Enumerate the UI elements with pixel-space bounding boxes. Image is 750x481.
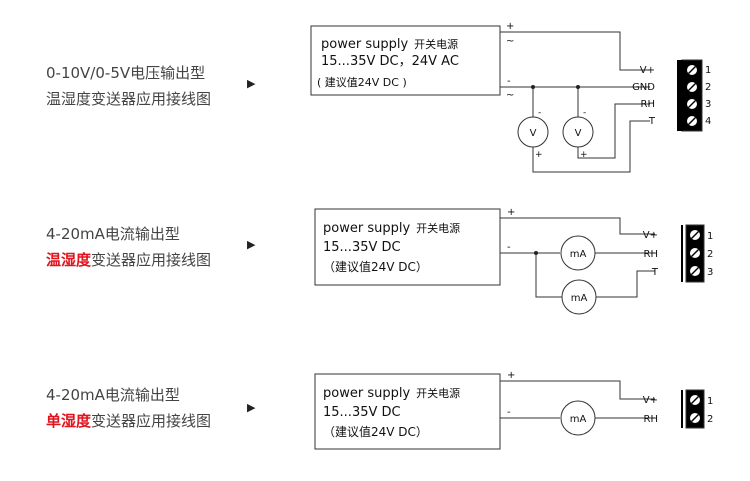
supply-range: 15...35V DC — [323, 240, 401, 255]
arrow-right-icon: ▶ — [247, 238, 256, 251]
meter-plus: - — [583, 108, 586, 118]
terminal-number: 1 — [705, 65, 711, 76]
supply-recommend: （建议值24V DC） — [323, 259, 428, 274]
terminal-label-t: T — [648, 116, 656, 127]
caption-current-output-th: 4-20mA电流输出型 温湿度变送器应用接线图 — [46, 221, 211, 273]
caption-title: 4-20mA电流输出型 — [46, 225, 180, 243]
wire-positive — [500, 380, 655, 400]
terminal-label-v-plus: V+ — [640, 65, 655, 76]
supply-recommend: （建议值24V DC） — [323, 424, 428, 439]
power-supply-box — [314, 373, 501, 450]
plus-sign: + — [506, 21, 514, 32]
ac-symbol: ~ — [506, 90, 514, 101]
terminal-label-rh: RH — [641, 99, 655, 110]
diagram-1 — [310, 25, 703, 173]
voltmeter-label: V — [530, 128, 537, 139]
minus-sign: - — [507, 407, 511, 418]
meter-minus: + — [580, 150, 588, 160]
terminal-label-rh: RH — [644, 414, 658, 425]
terminal-number: 4 — [705, 116, 711, 127]
ammeter-label: mA — [570, 249, 587, 260]
wire-meter-1-bottom — [532, 120, 650, 173]
arrow-right-icon: ▶ — [247, 401, 256, 414]
ammeter-label: mA — [570, 414, 587, 425]
ac-symbol: ~ — [506, 36, 514, 47]
meter-plus: - — [538, 108, 541, 118]
supply-range: 15...35V DC — [323, 405, 401, 420]
terminal-label-v-plus: V+ — [643, 395, 658, 406]
plus-sign: + — [507, 370, 515, 381]
junction-dot — [534, 251, 538, 255]
wire-branch — [535, 253, 562, 298]
junction-dot — [576, 85, 580, 89]
terminal-number: 2 — [705, 82, 711, 93]
supply-range: 15...35V DC，24V AC — [321, 54, 459, 69]
supply-recommend: ( 建议值24V DC ) — [317, 75, 407, 89]
caption-title: 0-10V/0-5V电压输出型 — [46, 64, 206, 82]
junction-dot — [531, 85, 535, 89]
wire-positive — [500, 31, 650, 71]
caption-highlight: 温湿度 — [46, 251, 92, 269]
caption-current-output-h: 4-20mA电流输出型 单湿度变送器应用接线图 — [46, 382, 211, 434]
caption-highlight: 单湿度 — [46, 412, 92, 430]
wire-positive — [500, 217, 655, 235]
caption-subtitle: 温湿度变送器应用接线图 — [46, 90, 212, 108]
terminal-number: 1 — [707, 396, 713, 407]
caption-rest: 变送器应用接线图 — [91, 251, 212, 269]
plus-sign: + — [507, 207, 515, 218]
terminal-label-gnd: GND — [632, 82, 655, 93]
power-supply-box — [310, 25, 501, 96]
terminal-number: 3 — [705, 99, 711, 110]
caption-rest: 变送器应用接线图 — [91, 412, 212, 430]
terminal-label-v-plus: V+ — [643, 230, 658, 241]
ammeter-label: mA — [571, 293, 588, 304]
terminal-number: 2 — [707, 414, 713, 425]
voltmeter-label: V — [575, 128, 582, 139]
caption-title: 4-20mA电流输出型 — [46, 386, 180, 404]
caption-voltage-output: 0-10V/0-5V电压输出型 温湿度变送器应用接线图 — [46, 60, 211, 112]
wire-meter-2-bottom — [577, 103, 650, 159]
diagram-3 — [314, 373, 705, 450]
meter-minus: + — [535, 150, 543, 160]
caption-subtitle: 温湿度变送器应用接线图 — [46, 247, 211, 273]
minus-sign: - — [507, 76, 511, 87]
wire-meter-2-out — [596, 270, 655, 298]
arrow-right-icon: ▶ — [247, 77, 256, 90]
terminal-label-rh: RH — [644, 249, 658, 260]
terminal-number: 1 — [707, 231, 713, 242]
caption-subtitle: 单湿度变送器应用接线图 — [46, 408, 211, 434]
minus-sign: - — [507, 242, 511, 253]
terminal-number: 2 — [707, 249, 713, 260]
terminal-label-t: T — [651, 267, 659, 278]
terminal-number: 3 — [707, 267, 713, 278]
power-supply-box — [314, 208, 501, 286]
